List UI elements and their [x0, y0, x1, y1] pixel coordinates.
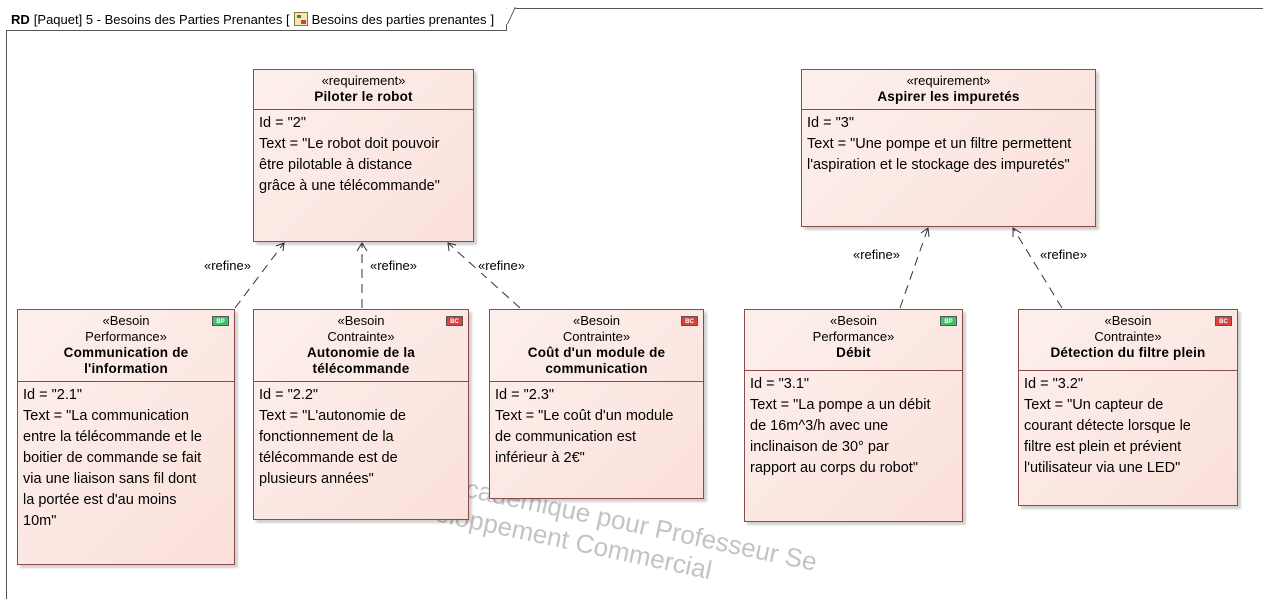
diagram-close-bracket: ] [490, 11, 495, 27]
besoin-communication-information[interactable]: BP «Besoin Performance» Communication de… [17, 309, 235, 565]
refine-edge[interactable] [899, 227, 930, 309]
property-line: Text = "La communication [23, 408, 189, 424]
refine-edge[interactable] [234, 242, 285, 309]
property-line: Id = "2" [259, 115, 306, 131]
stereotype: Performance» [85, 329, 167, 344]
property-line: boitier de commande se fait [23, 450, 202, 466]
requirement-piloter-le-robot[interactable]: «requirement» Piloter le robot Id = "2" … [253, 69, 474, 242]
requirement-properties: Id = "3" Text = "Une pompe et un filtre … [802, 110, 1095, 179]
requirement-header: BC «Besoin Contrainte» Détection du filt… [1019, 310, 1237, 371]
refine-edge[interactable] [1012, 227, 1063, 309]
property-line: inclinaison de 30° par [750, 439, 889, 455]
stereotype: «requirement» [906, 73, 991, 88]
stereotype: «Besoin [1104, 313, 1152, 328]
besoin-cout-module-communication[interactable]: BC «Besoin Contrainte» Coût d'un module … [489, 309, 704, 499]
property-line: plusieurs années" [259, 471, 374, 487]
requirement-name: communication [545, 361, 648, 376]
property-line: Id = "2.1" [23, 387, 83, 403]
property-line: de communication est [495, 429, 637, 445]
property-line: Text = "Le coût d'un module [495, 408, 674, 424]
requirement-properties: Id = "2.2" Text = "L'autonomie de foncti… [254, 382, 468, 493]
property-line: de 16m^3/h avec une [750, 418, 889, 434]
refine-label: «refine» [1039, 247, 1088, 262]
requirement-properties: Id = "2.3" Text = "Le coût d'un module d… [490, 382, 703, 472]
property-line: via une liaison sans fil dont [23, 471, 197, 487]
stereotype: Contrainte» [562, 329, 631, 344]
diagram-name: Besoins des parties prenantes [311, 11, 487, 27]
requirement-properties: Id = "2" Text = "Le robot doit pouvoir ê… [254, 110, 473, 200]
bp-badge-icon: BP [940, 316, 957, 326]
besoin-debit[interactable]: BP «Besoin Performance» Débit Id = "3.1"… [744, 309, 963, 522]
property-line: fonctionnement de la [259, 429, 394, 445]
stereotype: Contrainte» [327, 329, 395, 344]
stereotype: «Besoin [102, 313, 150, 328]
property-line: Text = "Le robot doit pouvoir [259, 136, 440, 152]
property-line: entre la télécommande et le [23, 429, 202, 445]
bc-badge-icon: BC [681, 316, 698, 326]
property-line: rapport au corps du robot" [750, 460, 918, 476]
stereotype: «Besoin [337, 313, 385, 328]
requirement-header: BC «Besoin Contrainte» Coût d'un module … [490, 310, 703, 382]
requirement-properties: Id = "3.1" Text = "La pompe a un débit d… [745, 371, 962, 482]
property-line: Text = "Une pompe et un filtre permetten… [807, 136, 1072, 152]
requirement-name: Communication de [63, 345, 189, 360]
requirement-header: BC «Besoin Contrainte» Autonomie de la t… [254, 310, 468, 382]
property-line: Text = "La pompe a un débit [750, 397, 931, 413]
requirement-aspirer-les-impuretes[interactable]: «requirement» Aspirer les impuretés Id =… [801, 69, 1096, 227]
refine-connectors [234, 227, 1063, 309]
bp-badge-icon: BP [212, 316, 229, 326]
requirement-header: «requirement» Piloter le robot [254, 70, 473, 110]
requirement-name: Détection du filtre plein [1050, 345, 1206, 360]
refine-label: «refine» [852, 247, 901, 262]
property-line: 10m" [23, 513, 57, 529]
bc-badge-icon: BC [446, 316, 463, 326]
requirement-header: BP «Besoin Performance» Communication de… [18, 310, 234, 382]
refine-label: «refine» [369, 258, 418, 273]
property-line: courant détecte lorsque le [1024, 418, 1191, 434]
property-line: être pilotable à distance [259, 157, 413, 173]
property-line: Id = "3.1" [750, 376, 810, 392]
property-line: télécommande est de [259, 450, 398, 466]
requirement-header: «requirement» Aspirer les impuretés [802, 70, 1095, 110]
besoin-autonomie-telecommande[interactable]: BC «Besoin Contrainte» Autonomie de la t… [253, 309, 469, 520]
property-line: Id = "3.2" [1024, 376, 1084, 392]
requirement-name: Coût d'un module de [527, 345, 666, 360]
diagram-header-text: [Paquet] 5 - Besoins des Parties Prenant… [33, 11, 290, 27]
requirement-name: l'information [84, 361, 168, 376]
refine-label: «refine» [203, 258, 252, 273]
property-line: l'aspiration et le stockage des impureté… [807, 157, 1070, 173]
property-line: Text = "L'autonomie de [259, 408, 406, 424]
refine-edge[interactable] [447, 242, 521, 309]
requirement-properties: Id = "2.1" Text = "La communication entr… [18, 382, 234, 535]
diagram-icon [293, 12, 308, 26]
property-line: Id = "2.3" [495, 387, 555, 403]
requirement-properties: Id = "3.2" Text = "Un capteur de courant… [1019, 371, 1237, 482]
requirement-name: télécommande [312, 361, 410, 376]
property-line: la portée est d'au moins [23, 492, 177, 508]
stereotype: «Besoin [830, 313, 877, 328]
requirement-name: Autonomie de la [306, 345, 415, 360]
diagram-frame-header[interactable]: RD [Paquet] 5 - Besoins des Parties Pren… [6, 8, 508, 31]
property-line: inférieur à 2€" [495, 450, 585, 466]
property-line: Id = "2.2" [259, 387, 319, 403]
besoin-detection-filtre-plein[interactable]: BC «Besoin Contrainte» Détection du filt… [1018, 309, 1238, 506]
requirement-name: Piloter le robot [314, 89, 413, 104]
stereotype: «requirement» [321, 73, 406, 88]
property-line: Text = "Un capteur de [1024, 397, 1164, 413]
refine-edge[interactable] [356, 242, 368, 308]
diagram-kind: RD [11, 11, 30, 27]
property-line: Id = "3" [807, 115, 854, 131]
property-line: l'utilisateur via une LED" [1024, 460, 1181, 476]
stereotype: Performance» [812, 329, 895, 344]
property-line: grâce à une télécommande" [259, 178, 440, 194]
bc-badge-icon: BC [1215, 316, 1232, 326]
stereotype: Contrainte» [1094, 329, 1162, 344]
requirement-name: Débit [836, 345, 871, 360]
diagram-frame [6, 8, 1263, 599]
property-line: filtre est plein et prévient [1024, 439, 1182, 455]
requirement-name: Aspirer les impuretés [877, 89, 1020, 104]
requirement-header: BP «Besoin Performance» Débit [745, 310, 962, 371]
refine-label: «refine» [477, 258, 526, 273]
stereotype: «Besoin [573, 313, 620, 328]
